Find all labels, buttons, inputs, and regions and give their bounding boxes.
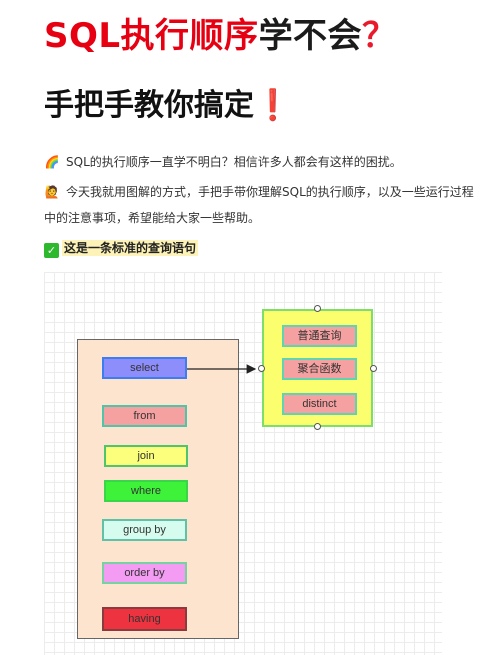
page-title-question-mark: ？ — [362, 16, 397, 56]
intro-paragraph-1: 🌈 SQL的执行顺序一直学不明白？相信许多人都会有这样的困扰。 — [44, 149, 474, 175]
page-title-sql: SQL执行顺序 — [44, 16, 259, 56]
clause-box-having[interactable]: having — [102, 607, 187, 631]
exclamation-icon: ❗ — [254, 88, 292, 123]
clause-box-where[interactable]: where — [104, 480, 188, 502]
select-item-box-1[interactable]: 普通查询 — [282, 325, 357, 347]
page-subtitle-text: 手把手教你搞定 — [44, 88, 254, 123]
clause-box-from[interactable]: from — [102, 405, 187, 427]
connection-handle-bottom[interactable] — [314, 423, 321, 430]
sql-order-diagram: select from join where group by order by havin… — [44, 272, 442, 655]
raising-hand-icon: 🙋 — [44, 185, 60, 199]
connection-handle-left[interactable] — [258, 365, 265, 372]
clause-box-select[interactable]: select — [102, 357, 187, 379]
page-subtitle: 手把手教你搞定❗ — [44, 86, 291, 126]
page-title: SQL执行顺序学不会？ — [44, 14, 397, 58]
select-connector — [187, 364, 257, 374]
connection-handle-right[interactable] — [370, 365, 377, 372]
page-title-rest: 学不会 — [258, 16, 363, 56]
select-item-box-2[interactable]: 聚合函数 — [282, 358, 357, 380]
select-item-box-3[interactable]: distinct — [282, 393, 357, 415]
connection-handle-top[interactable] — [314, 305, 321, 312]
clause-box-join[interactable]: join — [104, 445, 188, 467]
intro-text-1: SQL的执行顺序一直学不明白？相信许多人都会有这样的困扰。 — [66, 155, 402, 169]
intro-text-2: 今天我就用图解的方式，手把手带你理解SQL的执行顺序，以及一些运行过程中的注意事… — [44, 185, 474, 225]
clause-box-order-by[interactable]: order by — [102, 562, 187, 584]
section-heading-text: 这是一条标准的查询语句 — [62, 240, 199, 256]
check-icon: ✓ — [44, 243, 59, 258]
section-heading: ✓这是一条标准的查询语句 — [44, 238, 199, 258]
intro-paragraph-2: 🙋今天我就用图解的方式，手把手带你理解SQL的执行顺序，以及一些运行过程中的注意… — [44, 179, 474, 231]
rainbow-icon: 🌈 — [44, 155, 60, 169]
clause-box-group-by[interactable]: group by — [102, 519, 187, 541]
